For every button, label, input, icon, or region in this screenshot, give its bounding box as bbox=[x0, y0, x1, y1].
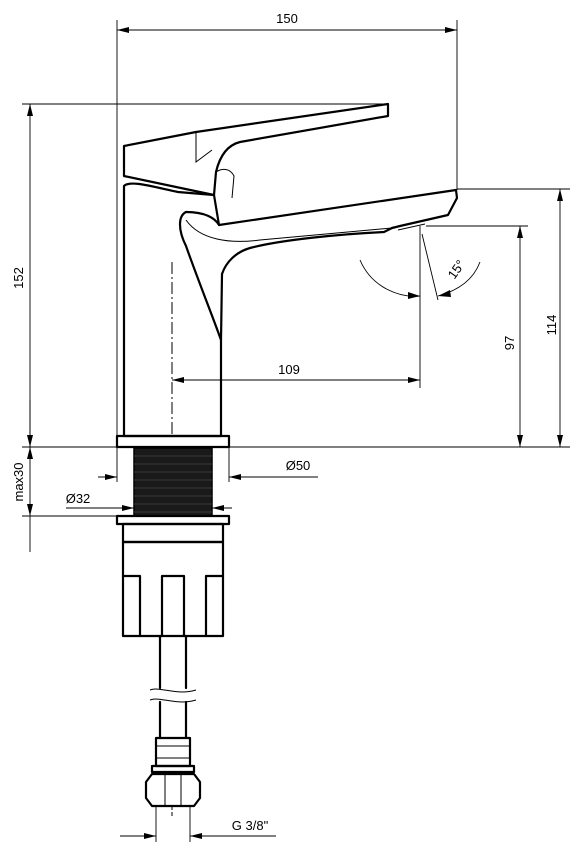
dimension-height: 152 bbox=[11, 103, 570, 448]
faucet-body bbox=[122, 102, 459, 438]
dimension-aerator-height: 97 bbox=[426, 225, 528, 447]
dimension-connection-thread-label: G 3/8" bbox=[232, 818, 269, 833]
dimension-max-thickness-label: max30 bbox=[11, 462, 26, 501]
dimension-connection-thread: G 3/8" bbox=[120, 806, 276, 842]
dimension-reach-label: 109 bbox=[278, 362, 300, 377]
hose-fitting bbox=[144, 736, 202, 816]
dimension-angle-label: 15° bbox=[445, 257, 469, 282]
dimension-outlet-height: 114 bbox=[457, 188, 570, 447]
dimension-aerator-height-label: 97 bbox=[502, 336, 517, 350]
fixing-washer bbox=[115, 514, 231, 544]
dimension-width: 150 bbox=[116, 11, 458, 438]
fixing-nut bbox=[121, 540, 225, 638]
dimension-width-label: 150 bbox=[276, 11, 298, 26]
supply-hose bbox=[149, 634, 197, 740]
base-plate bbox=[115, 434, 231, 449]
dimension-reach: 109 bbox=[172, 226, 421, 388]
dimension-base-diameter-label: Ø50 bbox=[286, 458, 311, 473]
dimension-height-label: 152 bbox=[11, 267, 26, 289]
dimension-base-diameter: Ø50 bbox=[98, 447, 318, 482]
dimension-hole-diameter: Ø32 bbox=[66, 491, 232, 511]
dimension-outlet-height-label: 114 bbox=[544, 315, 559, 336]
threaded-rod bbox=[133, 447, 213, 517]
dimension-hole-diameter-label: Ø32 bbox=[66, 491, 91, 506]
dimension-max-thickness: max30 bbox=[11, 400, 117, 552]
